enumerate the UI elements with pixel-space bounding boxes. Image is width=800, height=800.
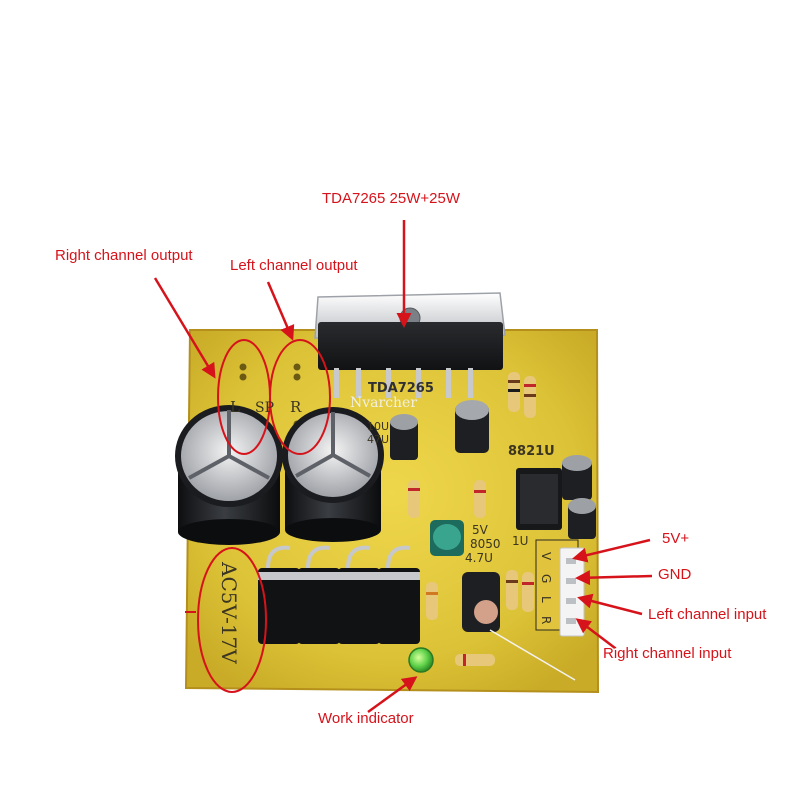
silk-cap-1u: 1U	[512, 534, 528, 548]
label-gnd: GND	[658, 566, 692, 583]
annotation-circles	[197, 339, 331, 693]
silk-cap-10u: 10U	[367, 420, 389, 433]
label-right-output: Right channel output	[55, 247, 193, 264]
silk-connector-r: R	[539, 616, 553, 624]
silk-transistor-8050: 8050	[470, 537, 501, 551]
filter-capacitor-left	[175, 405, 283, 545]
silk-watermark: Nvarcher	[350, 395, 417, 411]
silk-connector-v: V	[539, 552, 553, 561]
silk-speaker-sp: SP	[255, 400, 274, 416]
tda7265-chip	[314, 292, 506, 398]
silk-cap-47u: 47U	[367, 433, 389, 446]
silk-speaker-r: R	[290, 398, 302, 416]
board-silkscreen: TDA7265 Nvarcher L SP R AC5V-17V 10U 47U…	[217, 381, 555, 664]
label-5v-plus: 5V+	[662, 530, 690, 547]
filter-capacitor-right	[282, 407, 384, 542]
rectifier-diodes	[258, 545, 420, 644]
decorative-line	[489, 629, 576, 681]
silk-connector-g: G	[539, 574, 553, 583]
silk-connector-l: L	[539, 596, 553, 603]
label-work-indicator: Work indicator	[318, 710, 414, 727]
silk-cap-4-7u: 4.7U	[465, 551, 493, 565]
label-right-input: Right channel input	[603, 645, 732, 662]
silk-chip-text: TDA7265	[368, 381, 434, 396]
input-connector	[535, 539, 585, 637]
label-chip: TDA7265 25W+25W	[322, 190, 460, 207]
resistors	[408, 372, 536, 666]
silk-ic-label: 8821U	[508, 444, 555, 459]
label-left-output: Left channel output	[230, 257, 358, 274]
work-indicator-led	[408, 647, 434, 673]
voltage-regulator	[516, 468, 562, 530]
silk-speaker-l: L	[230, 398, 240, 416]
label-left-input: Left channel input	[648, 606, 767, 623]
annotation-arrows	[153, 220, 653, 714]
silk-power-input: AC5V-17V	[217, 561, 241, 664]
small-capacitors	[390, 400, 596, 632]
silk-transistor-5v: 5V	[472, 523, 489, 537]
